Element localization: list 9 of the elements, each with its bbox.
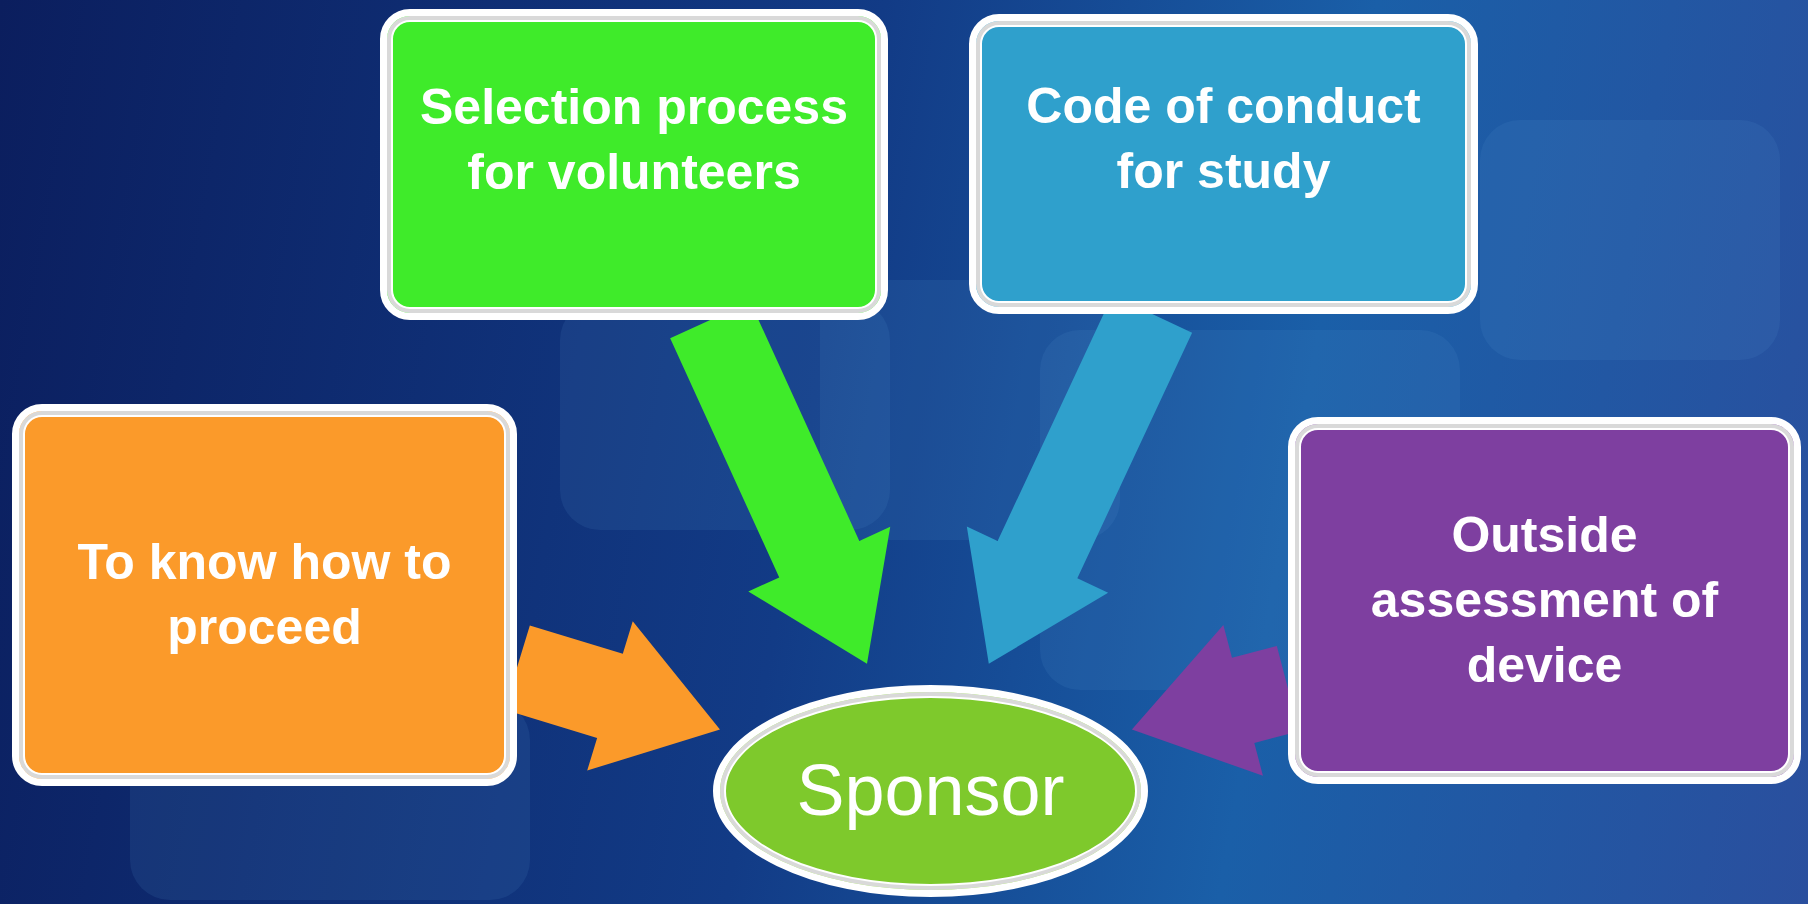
node-label: Code of conduct for study [1025,77,1422,201]
node-label: To know how to proceed [76,533,453,657]
rounded-box [380,9,888,320]
rounded-box [969,14,1478,314]
rounded-box [1288,417,1801,784]
node-label: Selection process for volunteers [419,77,849,202]
node-label: Outside assessment of device [1369,506,1720,695]
node-label: Sponsor [795,749,1066,833]
rounded-box [12,404,517,786]
